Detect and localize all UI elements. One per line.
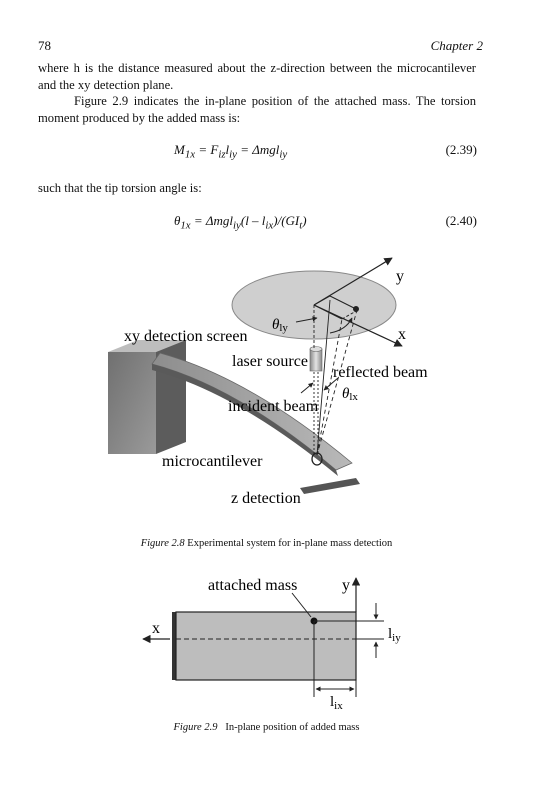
equation-2-39-number: (2.39) <box>445 142 477 157</box>
fig29-cantilever-rect <box>175 611 357 681</box>
incident-beam-label: incident beam <box>228 398 319 415</box>
page-number: 78 <box>38 38 51 53</box>
chapter-title: Chapter 2 <box>430 38 483 53</box>
fig29-y-label: y <box>342 577 350 594</box>
fig28-x-label: x <box>398 326 406 343</box>
reflected-beam-line-1 <box>316 299 331 456</box>
theta-lx-pointer <box>323 377 339 391</box>
fig29-liy-label: liy <box>388 626 401 644</box>
reflected-beam-line-3 <box>316 318 343 456</box>
microcantilever-beam <box>151 352 353 471</box>
screen-projection-line <box>313 304 343 320</box>
fig28-y-label: y <box>396 268 404 285</box>
fig29-attached-mass-label: attached mass <box>208 577 297 594</box>
reflected-beam-label: reflected beam <box>333 364 428 381</box>
theta-ly-pointer <box>295 316 318 323</box>
figure-2-9-caption: Figure 2.9 In-plane position of added ma… <box>0 722 533 733</box>
cantilever-base-front <box>108 352 156 454</box>
figure-2-9-caption-text: In-plane position of added mass <box>225 722 360 733</box>
screen-projection-lines <box>313 295 359 311</box>
attached-mass-spot <box>311 452 323 466</box>
theta-ly-arc <box>329 317 353 334</box>
screen-projection-dash <box>341 309 359 320</box>
y-axis-arrow <box>313 257 393 306</box>
reflected-spot <box>353 306 359 312</box>
x-axis-arrow <box>313 304 403 347</box>
fig29-clamp <box>172 612 178 680</box>
fig29-attached-mass <box>310 617 318 625</box>
equation-2-40-number: (2.40) <box>445 213 477 228</box>
paragraph-1: where h is the distance measured about t… <box>38 61 476 92</box>
figure-2-8-caption: Figure 2.8 Experimental system for in-pl… <box>0 538 533 549</box>
fig29-mass-pointer <box>291 592 312 618</box>
figure-2-8-caption-label: Figure 2.8 <box>140 538 185 549</box>
figure-2-9-caption-label: Figure 2.9 <box>173 722 218 733</box>
microcantilever-edge <box>152 364 338 476</box>
laser-source-top <box>309 346 323 352</box>
fig29-x-label: x <box>152 620 160 637</box>
incident-beam-pointer <box>300 382 314 394</box>
laser-source-body <box>309 348 323 372</box>
paragraph-3: such that the tip torsion angle is: <box>38 181 202 195</box>
cantilever-tip-pad <box>300 478 360 494</box>
fig29-lix-label: lix <box>330 694 343 712</box>
microcantilever-label: microcantilever <box>162 453 263 470</box>
theta-lx-label: θlx <box>342 386 358 403</box>
cantilever-base-side <box>156 340 186 454</box>
equation-2-40: θ1x = Δmgliy(l – lix)/(GIt) (2.40) <box>0 213 533 233</box>
xy-detection-screen-ellipse <box>231 270 397 340</box>
paragraph-2: Figure 2.9 indicates the in-plane positi… <box>38 94 476 125</box>
theta-ly-label: θly <box>272 317 288 334</box>
xy-detection-screen-label: xy detection screen <box>124 328 248 345</box>
z-detection-label: z detection <box>231 490 301 507</box>
figure-2-8-caption-text: Experimental system for in-plane mass de… <box>187 538 393 549</box>
equation-2-39-expression: M1x = Fizliy = Δmgliy <box>174 142 288 161</box>
reflected-beam-line-2 <box>316 309 358 456</box>
laser-source-label: laser source <box>232 353 308 370</box>
equation-2-40-expression: θ1x = Δmgliy(l – lix)/(GIt) <box>174 213 307 232</box>
equation-2-39: M1x = Fizliy = Δmgliy (2.39) <box>0 142 533 162</box>
cantilever-base-top <box>108 340 186 352</box>
